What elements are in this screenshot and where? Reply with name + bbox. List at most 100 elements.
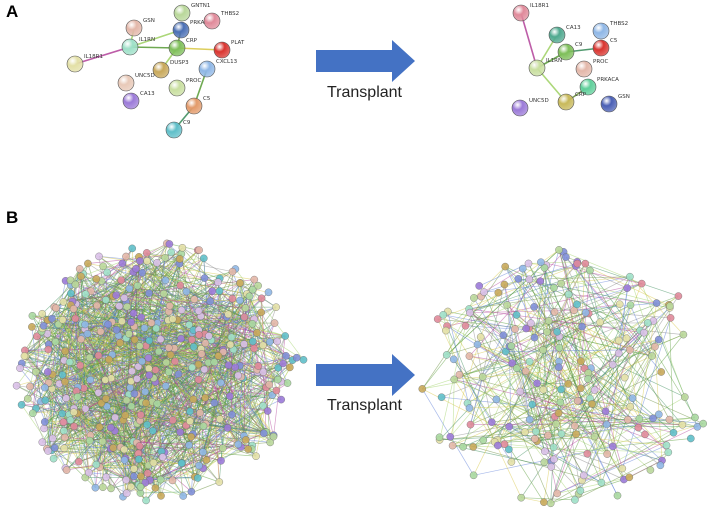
- a-before-node-label: IL18R1: [84, 54, 103, 60]
- b-before-node: [185, 441, 193, 449]
- b-before-node: [59, 418, 68, 426]
- b-after-node: [514, 275, 523, 283]
- b-before-node: [266, 438, 274, 447]
- b-after-edge: [542, 349, 618, 496]
- b-after-edge: [550, 353, 620, 504]
- b-after-node: [623, 284, 631, 292]
- b-after-edge: [522, 268, 527, 329]
- b-before-node: [286, 363, 294, 372]
- b-before-node: [75, 265, 84, 273]
- b-before-edge: [102, 441, 127, 481]
- b-before-edge: [139, 345, 257, 457]
- a-before-node-circle: [185, 97, 203, 115]
- a-before-node-label: GNTN1: [191, 3, 210, 9]
- b-after-node: [646, 466, 655, 474]
- b-before-node: [197, 350, 206, 358]
- b-after-node: [476, 333, 485, 341]
- b-before-edge: [65, 280, 286, 337]
- b-after-edge: [632, 334, 684, 399]
- b-before-node: [214, 352, 223, 360]
- b-after-edge: [506, 304, 512, 346]
- b-before-edge: [123, 419, 204, 469]
- b-before-edge: [198, 364, 274, 437]
- b-after-node: [614, 349, 623, 358]
- a-before-node-circle: [172, 21, 190, 39]
- b-after-node: [473, 340, 482, 349]
- b-before-node: [33, 332, 41, 341]
- b-before-node: [66, 276, 75, 285]
- b-before-node: [86, 375, 95, 384]
- b-before-node: [214, 278, 222, 286]
- b-before-node: [210, 358, 219, 366]
- b-after-node: [543, 328, 551, 336]
- b-after-edge: [482, 304, 631, 378]
- b-before-node: [141, 387, 149, 396]
- b-before-node: [240, 340, 248, 348]
- b-after-node: [550, 284, 558, 292]
- b-after-edge: [612, 446, 663, 461]
- b-before-edge: [181, 357, 297, 464]
- b-before-node: [248, 320, 257, 328]
- b-before-node: [249, 337, 257, 346]
- b-after-edge: [580, 276, 631, 362]
- b-before-edge: [166, 341, 253, 363]
- b-before-node: [104, 320, 112, 329]
- b-before-node: [51, 338, 60, 346]
- a-before-node-circle: [121, 38, 139, 56]
- b-before-node: [176, 255, 184, 263]
- a-after-node: GSN: [600, 94, 630, 113]
- b-after-node: [469, 443, 477, 451]
- b-after-node: [547, 463, 556, 471]
- b-after-node: [576, 384, 585, 393]
- b-after-edge: [593, 404, 628, 421]
- b-before-node: [236, 296, 244, 305]
- b-before-edge: [58, 258, 180, 325]
- a-before-node-circle: [213, 41, 231, 59]
- b-after-node: [687, 434, 695, 443]
- b-after-node: [455, 370, 464, 379]
- a-before-node-label: UNC5D: [135, 73, 155, 79]
- b-before-edge: [72, 361, 140, 460]
- b-before-node: [61, 378, 69, 386]
- b-after-edge: [469, 312, 493, 423]
- b-before-node: [194, 474, 202, 482]
- b-after-node: [562, 253, 570, 261]
- b-after-node: [488, 418, 496, 426]
- b-after-node: [590, 386, 599, 394]
- b-before-node: [202, 456, 211, 464]
- b-before-node: [142, 496, 150, 505]
- b-after-edge: [542, 347, 560, 390]
- b-before-node: [81, 320, 89, 329]
- a-before-node-label: DUSP3: [170, 60, 189, 66]
- b-before-node: [292, 353, 301, 362]
- b-before-node: [121, 411, 130, 420]
- b-before-node: [156, 475, 165, 484]
- b-after-edge: [605, 330, 641, 412]
- b-before-node: [122, 476, 130, 484]
- b-after-node: [550, 455, 558, 464]
- b-before-node: [149, 458, 158, 467]
- b-after-node: [539, 346, 547, 354]
- b-after-node: [664, 448, 673, 457]
- b-before-node: [103, 268, 111, 277]
- b-before-node: [227, 333, 236, 342]
- b-before-edge: [273, 335, 286, 437]
- b-before-node: [48, 314, 56, 323]
- b-before-node: [165, 344, 173, 352]
- b-before-node: [101, 376, 110, 384]
- b-after-node: [649, 414, 657, 423]
- b-before-node: [75, 457, 83, 466]
- b-after-edge: [497, 294, 569, 440]
- b-before-node: [76, 361, 85, 370]
- a-after-node: UNC5D: [511, 98, 549, 117]
- b-after-node: [573, 259, 582, 268]
- b-before-node: [49, 454, 58, 463]
- b-before-node: [84, 259, 92, 268]
- b-before-node: [61, 433, 69, 442]
- b-before-node: [228, 410, 236, 419]
- b-before-node: [186, 417, 194, 426]
- b-before-node: [41, 396, 50, 405]
- b-after-node: [537, 258, 545, 266]
- b-after-edge: [491, 287, 555, 423]
- b-before-node: [166, 351, 175, 359]
